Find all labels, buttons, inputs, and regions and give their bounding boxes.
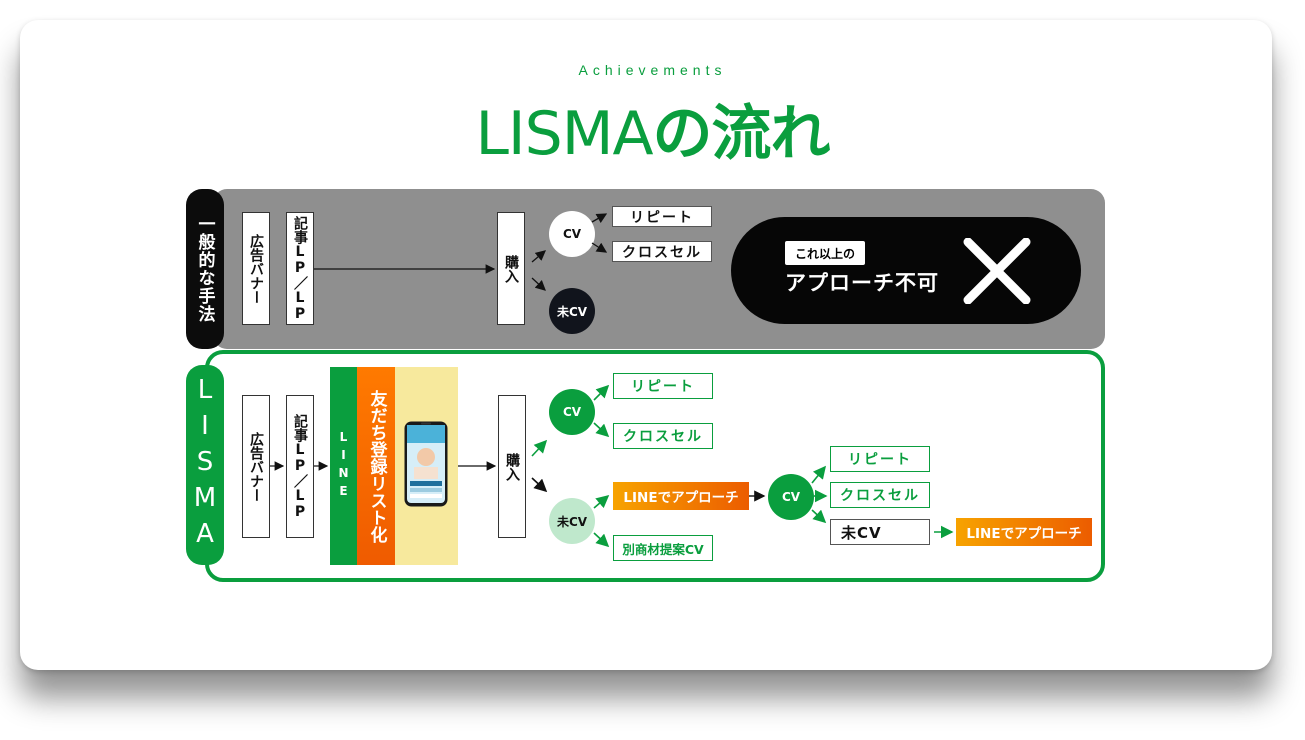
lisma-other-product-cv-box: 別商材提案CV bbox=[613, 535, 713, 561]
line-label: LINE bbox=[336, 430, 351, 502]
lisma-arrow-to-cross-sell bbox=[593, 422, 610, 438]
general-method-label: 一般的な手法 bbox=[194, 215, 215, 323]
lisma-arrow-to-repeat bbox=[593, 384, 610, 401]
general-no-cv-circle: 未CV bbox=[549, 288, 595, 334]
lisma-label: LISMA bbox=[190, 375, 220, 555]
no-approach-pill bbox=[731, 217, 1081, 324]
general-arrow-to-no-cv bbox=[531, 277, 546, 291]
lisma-tag: LISMA bbox=[186, 365, 224, 565]
lisma-arrow-to-cv bbox=[531, 439, 548, 457]
lisma-repeat-box: リピート bbox=[613, 373, 713, 399]
title-suffix: の流れ bbox=[652, 99, 831, 169]
lisma-line-approach2-box: LINEでアプローチ bbox=[956, 518, 1092, 546]
x-mark-icon bbox=[963, 238, 1031, 304]
lisma-cross-sell2-box: クロスセル bbox=[830, 482, 930, 508]
general-article-lp-box: 記事LP／LP bbox=[286, 212, 314, 325]
general-purchase-label: 購入 bbox=[497, 212, 525, 325]
general-arrow-to-repeat bbox=[591, 213, 608, 224]
general-article-lp-label: 記事LP／LP bbox=[286, 212, 314, 325]
lisma-repeat2-box: リピート bbox=[830, 446, 930, 472]
general-arrow-to-cross-sell bbox=[591, 242, 608, 253]
general-method-tag: 一般的な手法 bbox=[186, 189, 224, 349]
lisma-ad-banner-box: 広告バナー bbox=[242, 395, 270, 538]
lisma-no-cv2-box: 未CV bbox=[830, 519, 930, 545]
lisma-line-approach-box: LINEでアプローチ bbox=[613, 482, 749, 510]
lisma-article-lp-box: 記事LP／LP bbox=[286, 395, 314, 538]
title-main: LISMA bbox=[475, 99, 653, 169]
lisma-purchase-label: 購入 bbox=[498, 395, 526, 538]
general-cv-circle: CV bbox=[549, 211, 595, 257]
lisma-article-lp-label: 記事LP／LP bbox=[286, 395, 314, 538]
general-purchase-box: 購入 bbox=[497, 212, 525, 325]
lisma-arrow-to-no-cv2 bbox=[811, 509, 827, 524]
line-column: LINE bbox=[330, 367, 357, 565]
smartphone-icon bbox=[404, 421, 448, 507]
general-arrow-to-cv bbox=[531, 250, 546, 263]
general-cross-sell-box: クロスセル bbox=[612, 241, 712, 262]
lisma-ad-banner-label: 広告バナー bbox=[242, 395, 270, 538]
general-ad-banner-label: 広告バナー bbox=[242, 212, 270, 325]
page-subtitle: Achievements bbox=[578, 62, 727, 78]
general-ad-banner-box: 広告バナー bbox=[242, 212, 270, 325]
lisma-cv2-circle: CV bbox=[768, 474, 814, 520]
general-repeat-box: リピート bbox=[612, 206, 712, 227]
lisma-arrow-to-no-cv bbox=[531, 477, 548, 493]
beyond-label: これ以上の bbox=[785, 241, 865, 265]
friend-register-label: 友だち登録リスト化 bbox=[366, 389, 387, 543]
lisma-arrow-to-repeat2 bbox=[811, 465, 827, 484]
lisma-no-cv-circle: 未CV bbox=[549, 498, 595, 544]
page-title: LISMAの流れ bbox=[0, 85, 1305, 172]
lisma-arrow-to-line-approach bbox=[593, 494, 610, 509]
lisma-cv-circle: CV bbox=[549, 389, 595, 435]
lisma-purchase-box: 購入 bbox=[498, 395, 526, 538]
friend-register-column: 友だち登録リスト化 bbox=[357, 367, 395, 565]
no-approach-text: アプローチ不可 bbox=[785, 271, 939, 295]
lisma-cross-sell-box: クロスセル bbox=[613, 423, 713, 449]
lisma-arrow-to-other-product bbox=[593, 532, 610, 548]
